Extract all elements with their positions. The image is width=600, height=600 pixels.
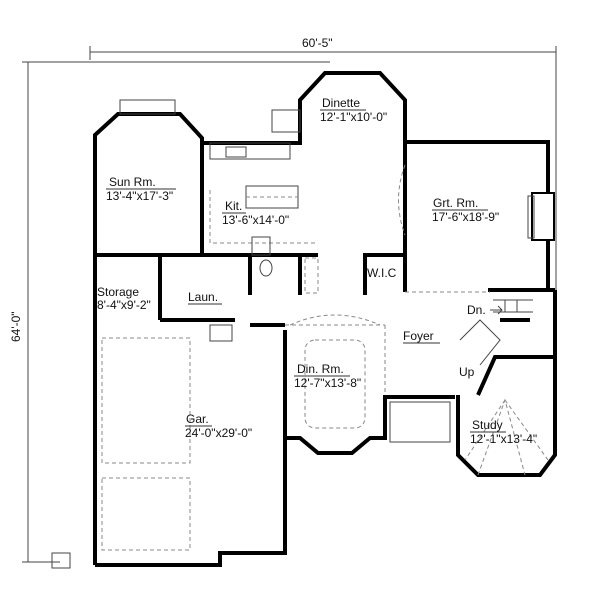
garage-size: 24'-0"x29'-0" [185,426,252,440]
toilet-icon [259,259,273,277]
kitchen-counter [209,142,291,160]
dining-room-name: Din. Rm. [297,362,344,376]
sun-room-name: Sun Rm. [109,175,156,189]
arch [398,164,406,236]
foyer-name: Foyer [403,329,434,343]
width-dimension: 60'-5" [89,36,557,300]
car-space-1 [101,337,191,464]
fireplace [531,192,555,241]
exterior-walls [93,71,557,567]
kitchen-size: 13'-6"x14'-0" [222,213,289,227]
arch-2 [289,314,381,326]
stair-up-icon [459,319,501,366]
laundry-name: Laun. [188,290,218,304]
storage-size: 8'-4"x9'-2" [97,298,151,312]
kitchen-name: Kit. [225,199,242,213]
storage-name: Storage [97,285,139,299]
study-guides [464,398,549,476]
study-name: Study [472,418,503,432]
wic-name: W.I.C [367,266,397,280]
stairs-small [304,257,319,294]
depth-dimension: 64'-0" [9,61,330,563]
entry-porch [389,401,451,443]
garage-step [209,324,233,342]
great-room-size: 17'-6"x18'-9" [432,210,499,224]
study-size: 12'-1"x13'-4" [470,432,537,446]
arrow-icon [490,305,503,315]
stair-down-icon [493,299,533,313]
interior-walls [95,142,555,396]
sink-icon [225,146,247,158]
stairs-up-label: Up [459,365,475,379]
dinette-name: Dinette [322,96,360,110]
dinette-size: 12'-1"x10'-0" [320,110,387,124]
width-label: 60'-5" [302,36,333,50]
stairs-down-label: Dn. [467,303,486,317]
depth-label: 64'-0" [9,311,23,342]
great-room-name: Grt. Rm. [433,196,478,210]
dining-room-size: 12'-7"x13'-8" [294,376,361,390]
stove-icon [251,236,271,256]
sun-room-size: 13'-4"x17'-3" [106,189,173,203]
room-labels: Dinette 12'-1"x10'-0" Sun Rm. 13'-4"x17'… [97,96,537,446]
fixtures [51,142,549,569]
car-space-2 [101,477,191,551]
post [51,552,71,569]
garage-name: Gar. [186,412,209,426]
